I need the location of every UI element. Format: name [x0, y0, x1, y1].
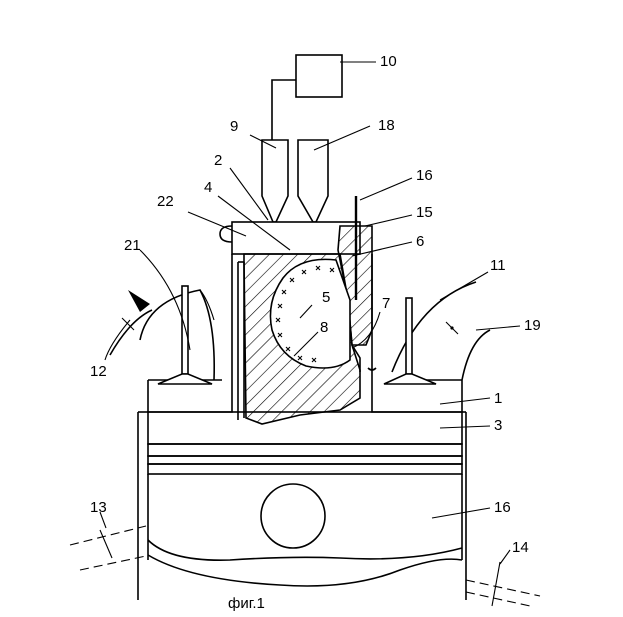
label-1: 1 [494, 390, 502, 407]
piston-pin [260, 483, 326, 549]
label-9: 9 [230, 118, 238, 135]
throttle-19 [445, 321, 459, 335]
sleeve [237, 261, 245, 420]
label-8: 8 [320, 319, 328, 336]
label-15: 15 [416, 204, 433, 221]
intake-port [139, 285, 216, 385]
label-7: 7 [382, 295, 390, 312]
label-13: 13 [90, 499, 107, 516]
label-14: 14 [512, 539, 529, 556]
label-5: 5 [322, 289, 330, 306]
swirl-chamber [269, 258, 351, 369]
channel-7 [351, 344, 377, 372]
label-4: 4 [204, 179, 212, 196]
fuel-injectors [261, 139, 329, 223]
label-11: 11 [490, 257, 506, 274]
figure-caption: фиг.1 [228, 595, 265, 612]
label-10: 10 [380, 53, 397, 70]
leader-lines [99, 61, 521, 565]
label-16-top: 16 [416, 167, 433, 184]
label-6: 6 [416, 233, 424, 250]
section-lines [69, 525, 541, 607]
exhaust-port [383, 281, 491, 385]
label-16-piston: 16 [494, 499, 511, 516]
control-unit-box [271, 54, 343, 140]
label-22: 22 [157, 193, 174, 210]
label-18: 18 [378, 117, 395, 134]
airflow-arrow [109, 290, 153, 356]
label-21: 21 [124, 237, 141, 254]
label-2: 2 [214, 152, 222, 169]
label-19: 19 [524, 317, 541, 334]
cylinder-walls [137, 411, 467, 600]
label-12: 12 [90, 363, 107, 380]
label-3: 3 [494, 417, 502, 434]
piston [147, 411, 463, 587]
